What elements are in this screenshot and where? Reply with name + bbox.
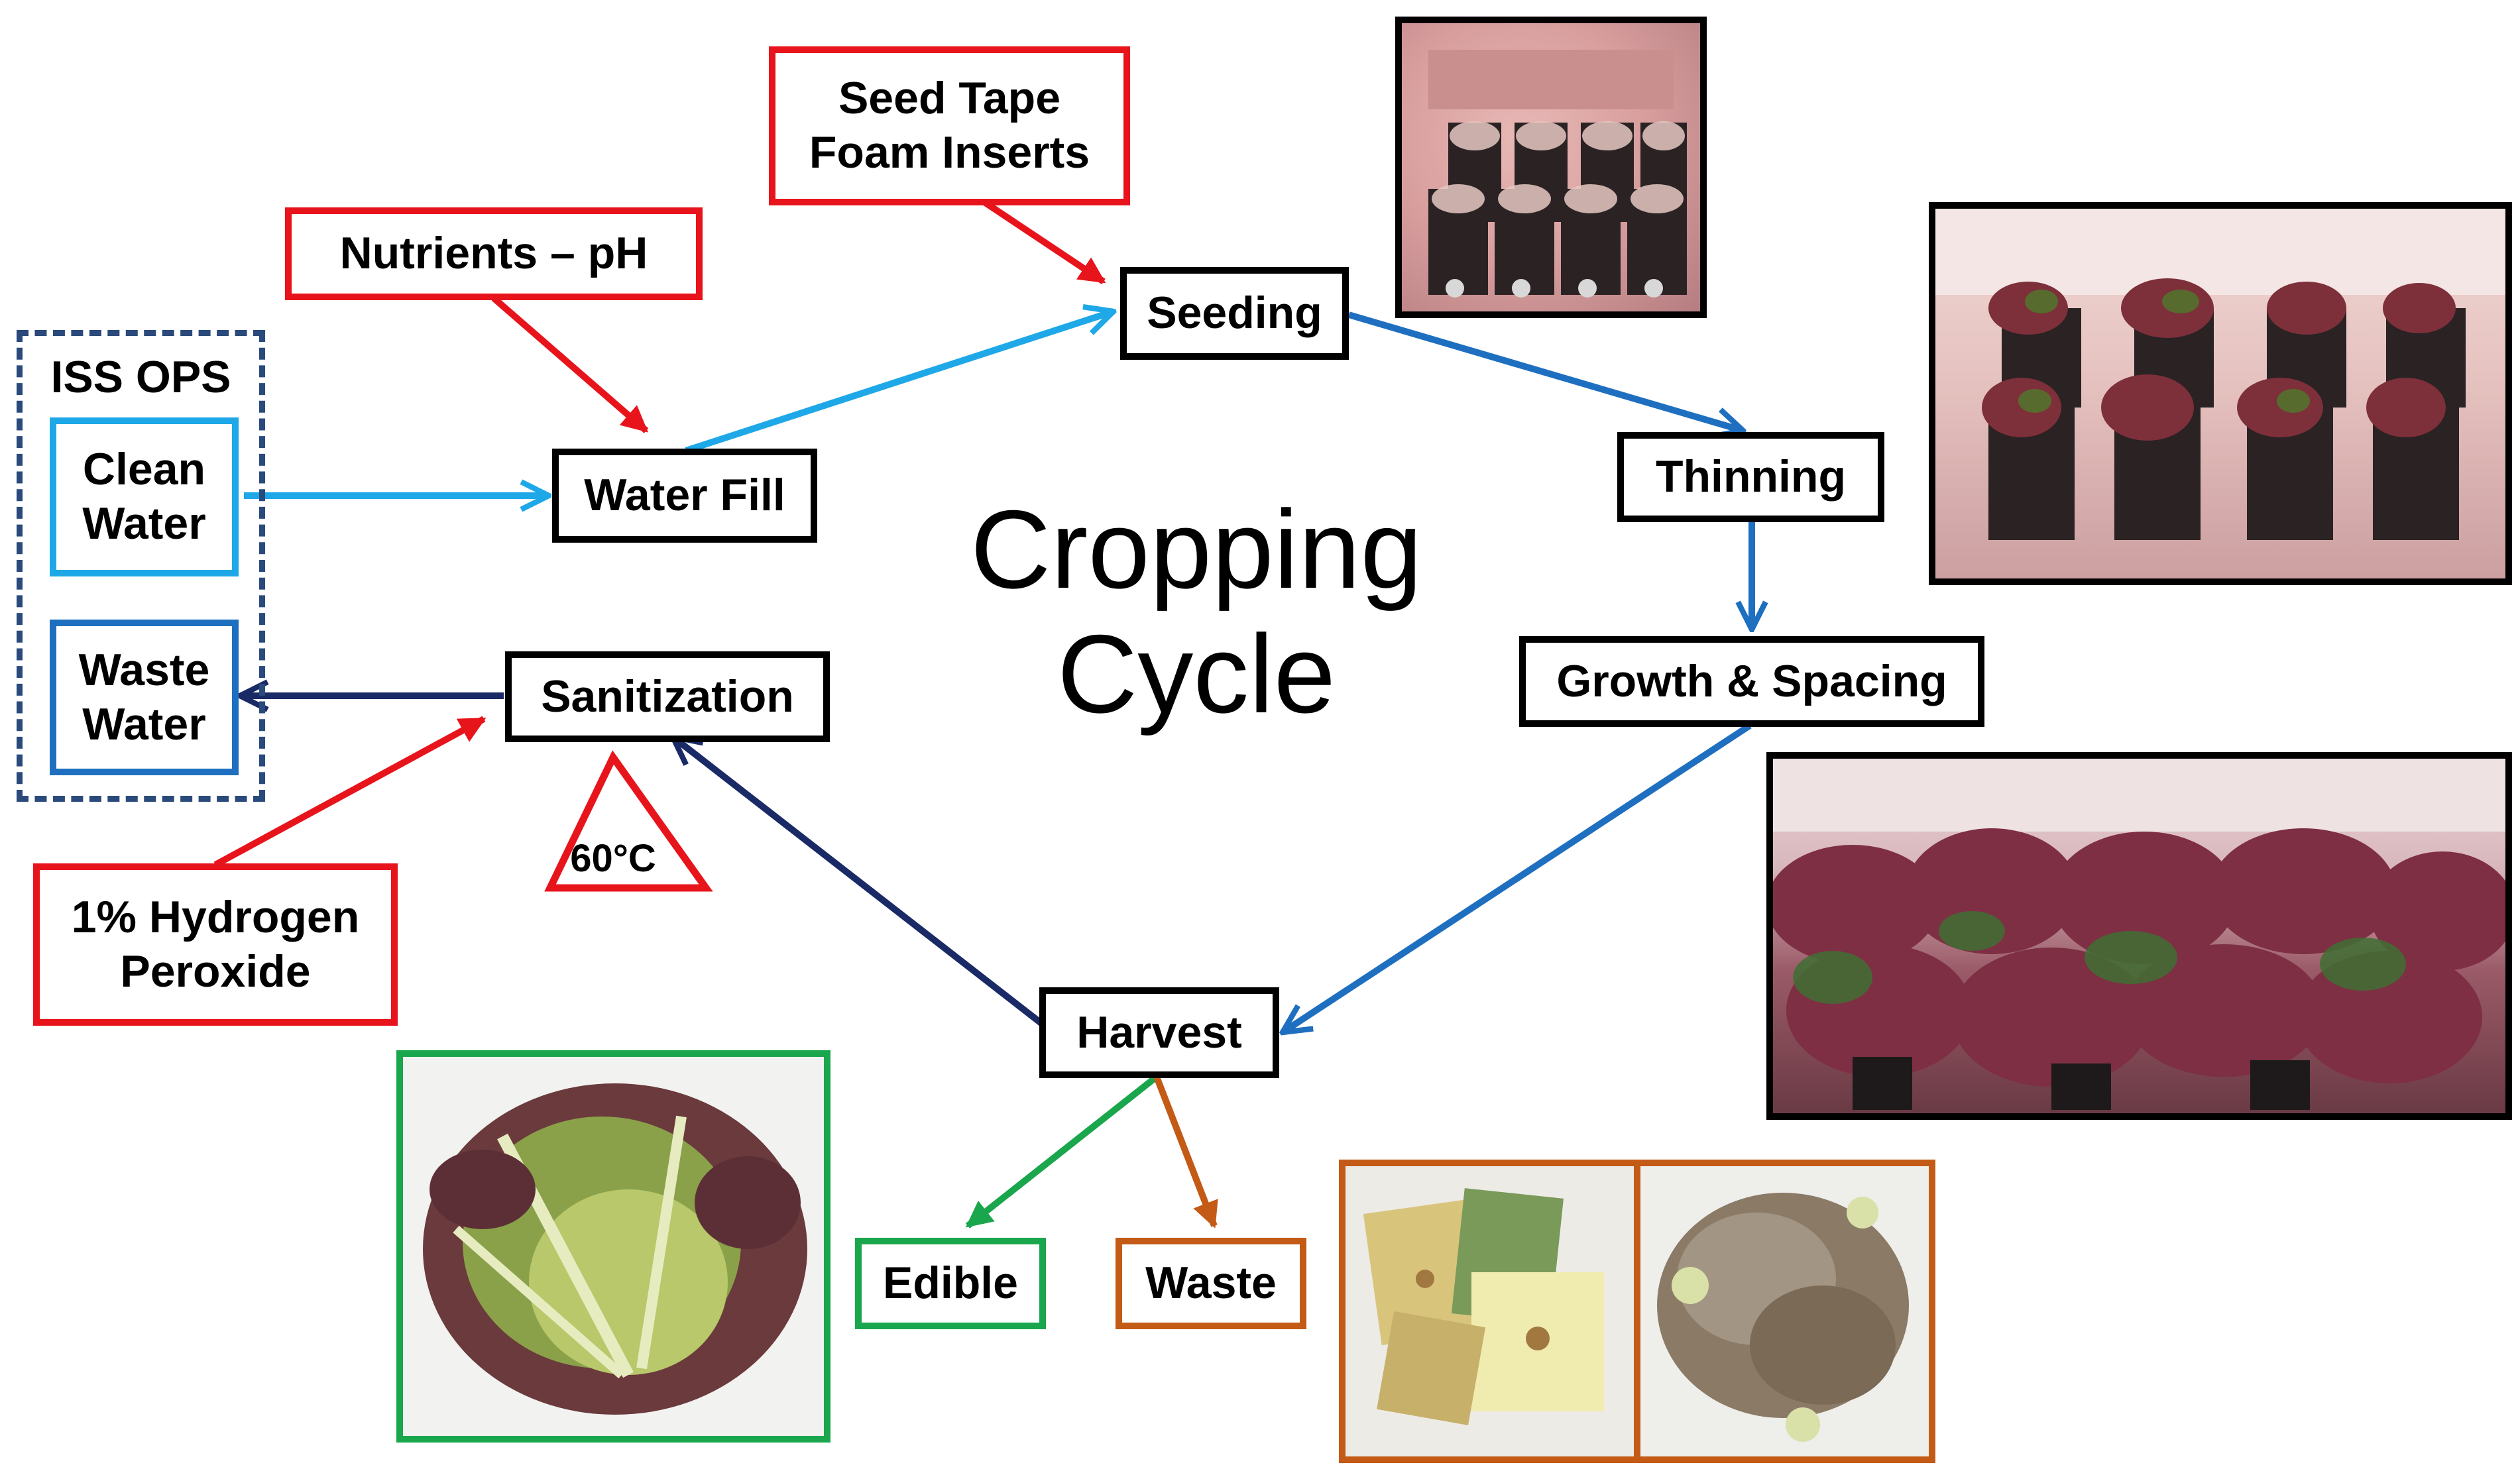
arrow-seeding-to-thinning xyxy=(1347,311,1743,431)
clean-water-box: Clean Water xyxy=(50,417,239,576)
waste-water-box: Waste Water xyxy=(50,620,239,775)
edible-photo xyxy=(396,1050,830,1443)
arrow-nutrients-to-water-fill xyxy=(491,296,649,433)
seeding-box: Seeding xyxy=(1120,267,1349,360)
nutrients-ph-box: Nutrients – pH xyxy=(285,207,703,300)
waste-box: Waste xyxy=(1116,1238,1306,1329)
harvest-box: Harvest xyxy=(1039,987,1279,1078)
growth-photo-image xyxy=(1773,759,2505,1110)
temperature-label: 60°C xyxy=(570,837,656,880)
iss-ops-label: ISS OPS xyxy=(50,352,231,402)
iss-ops-group xyxy=(17,330,265,802)
arrow-growth-to-harvest xyxy=(1283,722,1752,1032)
seeding-photo-image xyxy=(1428,50,1687,298)
arrow-seedtape-to-seeding xyxy=(982,199,1106,285)
thinning-box: Thinning xyxy=(1617,432,1884,522)
diagram-title: Cropping Cycle xyxy=(882,487,1511,736)
arrow-peroxide-to-sanitization xyxy=(213,716,487,868)
seeding-photo xyxy=(1395,17,1707,318)
waste-photo-image xyxy=(1346,1166,1929,1456)
edible-photo-image xyxy=(423,1083,807,1415)
temperature-warning-triangle xyxy=(544,750,713,892)
thinning-photo-image xyxy=(1935,209,2505,540)
edible-box: Edible xyxy=(855,1238,1046,1329)
arrow-harvest-to-waste xyxy=(1153,1075,1218,1228)
seed-tape-foam-inserts-box: Seed Tape Foam Inserts xyxy=(769,46,1130,205)
hydrogen-peroxide-box: 1% Hydrogen Peroxide xyxy=(33,863,398,1026)
water-fill-box: Water Fill xyxy=(552,449,817,543)
thinning-photo xyxy=(1929,202,2512,585)
arrow-harvest-to-sanitization xyxy=(673,737,1045,1026)
arrow-water-fill-to-seeding xyxy=(685,311,1114,454)
waste-photo xyxy=(1339,1160,1935,1463)
growth-photo xyxy=(1766,752,2512,1120)
title-line-2: Cycle xyxy=(1057,612,1336,737)
growth-spacing-box: Growth & Spacing xyxy=(1519,636,1984,727)
arrow-harvest-to-edible xyxy=(965,1074,1159,1228)
sanitization-box: Sanitization xyxy=(505,651,830,742)
title-line-1: Cropping xyxy=(970,487,1422,612)
